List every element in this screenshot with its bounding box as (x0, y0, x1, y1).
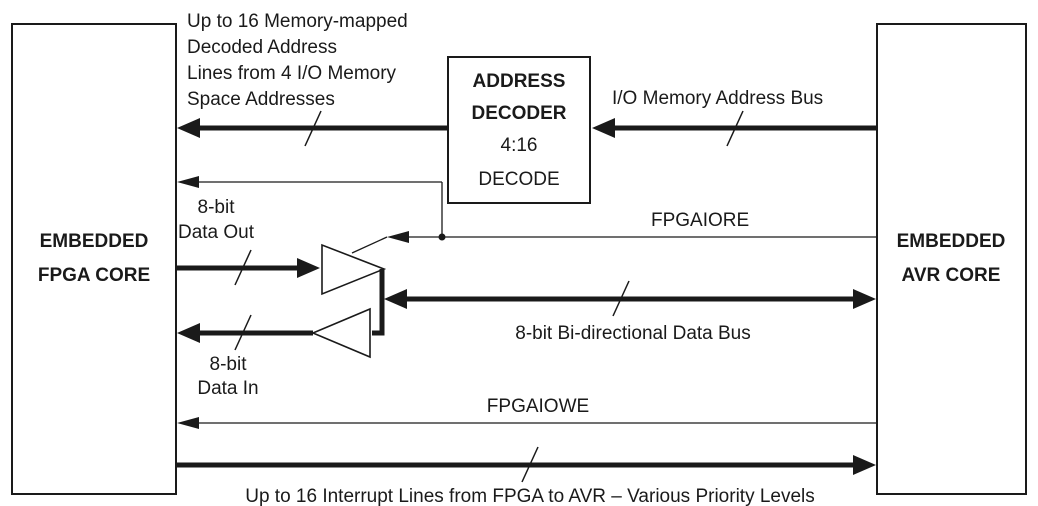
address-decoder-block: ADDRESS DECODER 4:16 DECODE (447, 56, 591, 204)
interrupt-lines-label: Up to 16 Interrupt Lines from FPGA to AV… (245, 486, 815, 506)
data-out-bus (176, 249, 320, 286)
data-in-label: 8-bit Data In (197, 354, 258, 399)
junction-dot (438, 233, 446, 241)
decoder-label-line3: 4:16 (501, 135, 538, 156)
decoder-label-line2: DECODER (471, 103, 566, 124)
fpgaiowe-signal-line (177, 417, 877, 429)
decoder-label-line4: DECODE (478, 169, 559, 190)
avr-core-label-line2: AVR CORE (902, 265, 1001, 286)
data-in-bus (177, 314, 313, 351)
fpga-core-block: EMBEDDED FPGA CORE (11, 23, 177, 495)
avr-core-block: EMBEDDED AVR CORE (876, 23, 1027, 495)
svg-text:Data In: Data In (197, 378, 258, 399)
bidirectional-data-bus (384, 280, 876, 317)
fpgaiowe-label: FPGAIOWE (487, 396, 589, 417)
svg-text:8-bit: 8-bit (210, 354, 248, 375)
interrupt-lines-bus (176, 446, 876, 483)
decoded-address-lines-bus (177, 110, 448, 147)
fpga-core-label-line1: EMBEDDED (40, 231, 149, 252)
decoded-address-lines-label: Up to 16 Memory-mapped Decoded Address L… (187, 11, 408, 110)
io-memory-address-bus-label: I/O Memory Address Bus (612, 88, 823, 109)
fpgaiore-label: FPGAIORE (651, 210, 749, 231)
fpga-core-label-line2: FPGA CORE (38, 265, 150, 286)
svg-text:Space Addresses: Space Addresses (187, 89, 335, 110)
svg-text:Lines from 4 I/O Memory: Lines from 4 I/O Memory (187, 63, 397, 84)
data-out-label: 8-bit Data Out (178, 197, 255, 243)
svg-text:Up to 16 Memory-mapped: Up to 16 Memory-mapped (187, 11, 408, 32)
output-buffer-triangle (321, 243, 387, 296)
buffer-junction-wires (372, 269, 385, 336)
input-buffer-triangle (310, 307, 371, 359)
data-bus-label: 8-bit Bi-directional Data Bus (515, 323, 751, 344)
fpgaiore-signal-line (177, 176, 877, 254)
svg-text:8-bit: 8-bit (198, 197, 236, 218)
svg-text:Data Out: Data Out (178, 222, 255, 243)
avr-core-label-line1: EMBEDDED (897, 231, 1006, 252)
svg-text:Decoded Address: Decoded Address (187, 37, 337, 58)
decoder-label-line1: ADDRESS (473, 71, 566, 92)
io-memory-address-bus (592, 110, 877, 147)
